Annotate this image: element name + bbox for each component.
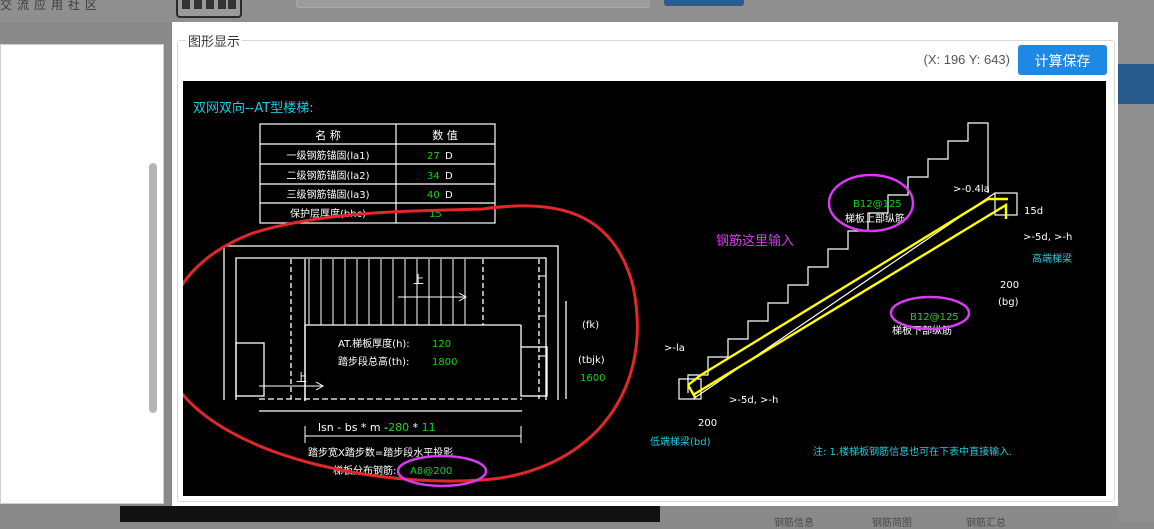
tbjk-label: (tbjk)	[578, 355, 605, 366]
background-left-panel	[0, 44, 164, 504]
height-value: 1800	[432, 357, 457, 368]
calculate-save-button[interactable]: 计算保存	[1018, 45, 1107, 75]
table-row-value: 15	[429, 209, 442, 220]
plan-up-label-2: 上	[296, 371, 307, 384]
background-cad-strip	[120, 506, 660, 522]
formula-caption: 踏步宽X踏步数=踏步段水平投影	[308, 446, 453, 459]
formula-mid: *	[409, 421, 422, 434]
table-row-name: 一级钢筋锚固(la1)	[286, 149, 369, 162]
table-row-unit: D	[445, 190, 453, 201]
formula-dimension	[304, 426, 522, 443]
height-label: 踏步段总高(th):	[338, 355, 409, 368]
formula-bs: 280	[388, 421, 409, 434]
cad-canvas[interactable]: 双网双向--AT型楼梯: 名 称 数 值 一级钢筋锚固(la1) 27 D 二级…	[183, 81, 1106, 496]
formula-text: lsn - bs * m -280 * 11	[318, 421, 436, 434]
bottom-rebar-label: 梯板下部纵筋	[892, 324, 952, 337]
rebar-yellow	[686, 197, 1008, 398]
table-row-value: 40	[427, 190, 440, 201]
formula-m: 11	[422, 421, 436, 434]
qr-code-icon	[176, 0, 242, 18]
low-end-beam-label: 低端梯梁(bd)	[650, 435, 711, 448]
graphics-group-box	[177, 40, 1115, 502]
width-value: 1600	[580, 373, 605, 384]
top-rebar-value: B12@125	[853, 199, 902, 210]
dim-200-top: 200	[1000, 280, 1019, 291]
community-nav-text[interactable]: 交流应用社区	[0, 0, 103, 12]
stair-tread-lines	[308, 259, 546, 357]
background-search-input[interactable]	[296, 0, 650, 8]
up-arrows	[259, 292, 468, 391]
dim-200-bottom: 200	[698, 418, 717, 429]
top-rebar-label: 梯板上部纵筋	[845, 212, 905, 225]
distribution-rebar-value: A8@200	[410, 466, 452, 477]
drawing-note: 注: 1.楼梯板钢筋信息也可在下表中直接输入.	[813, 445, 1012, 458]
drawing-title: 双网双向--AT型楼梯:	[193, 100, 314, 116]
stair-plan-drawing	[223, 245, 567, 412]
dim-15d: 15d	[1024, 206, 1043, 217]
background-search-button[interactable]	[664, 0, 744, 6]
table-row-unit: D	[445, 171, 453, 182]
thickness-value: 120	[432, 339, 451, 350]
anchorage-table	[259, 123, 496, 224]
bottom-rebar-value: B12@125	[910, 312, 959, 323]
dim-la: >-la	[664, 343, 685, 354]
distribution-rebar-label: 梯板分布钢筋:	[333, 464, 396, 477]
table-row-name: 二级钢筋锚固(la2)	[286, 169, 369, 182]
background-bottom-tabs: 钢筋信息 钢筋简图 钢筋汇总	[760, 506, 1100, 529]
background-page-top: 交流应用社区	[0, 0, 1154, 22]
background-right-area	[1118, 22, 1154, 522]
left-panel-scrollbar[interactable]	[149, 163, 157, 413]
background-blue-tab[interactable]	[1118, 64, 1154, 104]
table-header-value: 数 值	[432, 129, 458, 142]
table-header-name: 名 称	[315, 128, 341, 142]
thickness-label: AT.梯板厚度(h):	[338, 337, 410, 350]
high-end-beam-label: 高端梯梁	[1032, 252, 1072, 265]
table-row-value: 27	[427, 151, 440, 162]
red-annotation-circle	[183, 204, 639, 483]
formula-prefix: lsn - bs * m -	[318, 421, 388, 434]
dim-04la: >-0.4la	[953, 184, 990, 195]
magenta-annotation-circles	[396, 173, 971, 488]
table-row-unit: D	[445, 151, 453, 162]
cursor-coordinates: (X: 196 Y: 643)	[923, 52, 1011, 67]
dim-5d-top: >-5d, >-h	[1023, 232, 1072, 243]
fk-label: (fk)	[582, 320, 599, 331]
plan-up-label: 上	[413, 273, 424, 286]
table-row-value: 34	[427, 171, 440, 182]
bg-label: (bg)	[998, 297, 1019, 308]
rebar-input-hint: 钢筋这里输入	[716, 233, 794, 249]
table-row-name: 三级钢筋锚固(la3)	[286, 188, 369, 201]
dim-5d-bottom: >-5d, >-h	[729, 395, 778, 406]
group-title: 图形显示	[186, 31, 243, 50]
